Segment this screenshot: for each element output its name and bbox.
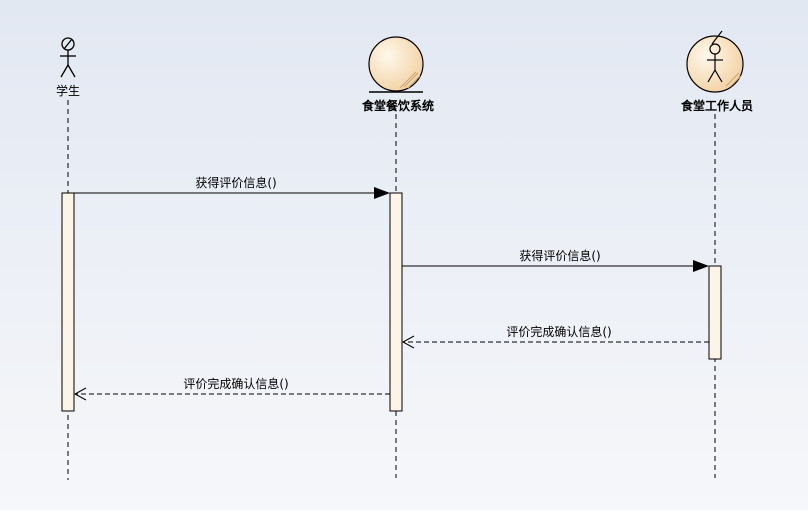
message-label: 获得评价信息() [519,248,600,263]
message-label: 评价完成确认信息() [506,324,611,339]
activation-staff [708,265,722,360]
arrowhead-open [73,387,87,401]
participant-label: 学生 [56,83,80,98]
participant-system: 食堂餐饮系统 [361,36,434,113]
participant-student: 学生 [56,37,80,98]
message-3: 评价完成确认信息() [401,324,709,349]
arrowhead-filled [693,260,709,272]
message-4: 评价完成确认信息() [73,376,390,401]
message-label: 评价完成确认信息() [183,376,288,391]
worker-icon [686,30,744,93]
activation-system [389,192,403,412]
participant-label: 食堂餐饮系统 [361,98,434,113]
message-label: 获得评价信息() [195,175,276,190]
activation-student [61,192,75,412]
message-1: 获得评价信息() [74,175,390,199]
arrowhead-open [401,335,415,349]
actor-icon [60,37,76,78]
message-2: 获得评价信息() [402,248,709,272]
participant-staff: 食堂工作人员 [680,30,753,113]
arrowhead-filled [374,187,390,199]
entity-icon [368,36,424,93]
participant-label: 食堂工作人员 [680,98,753,113]
